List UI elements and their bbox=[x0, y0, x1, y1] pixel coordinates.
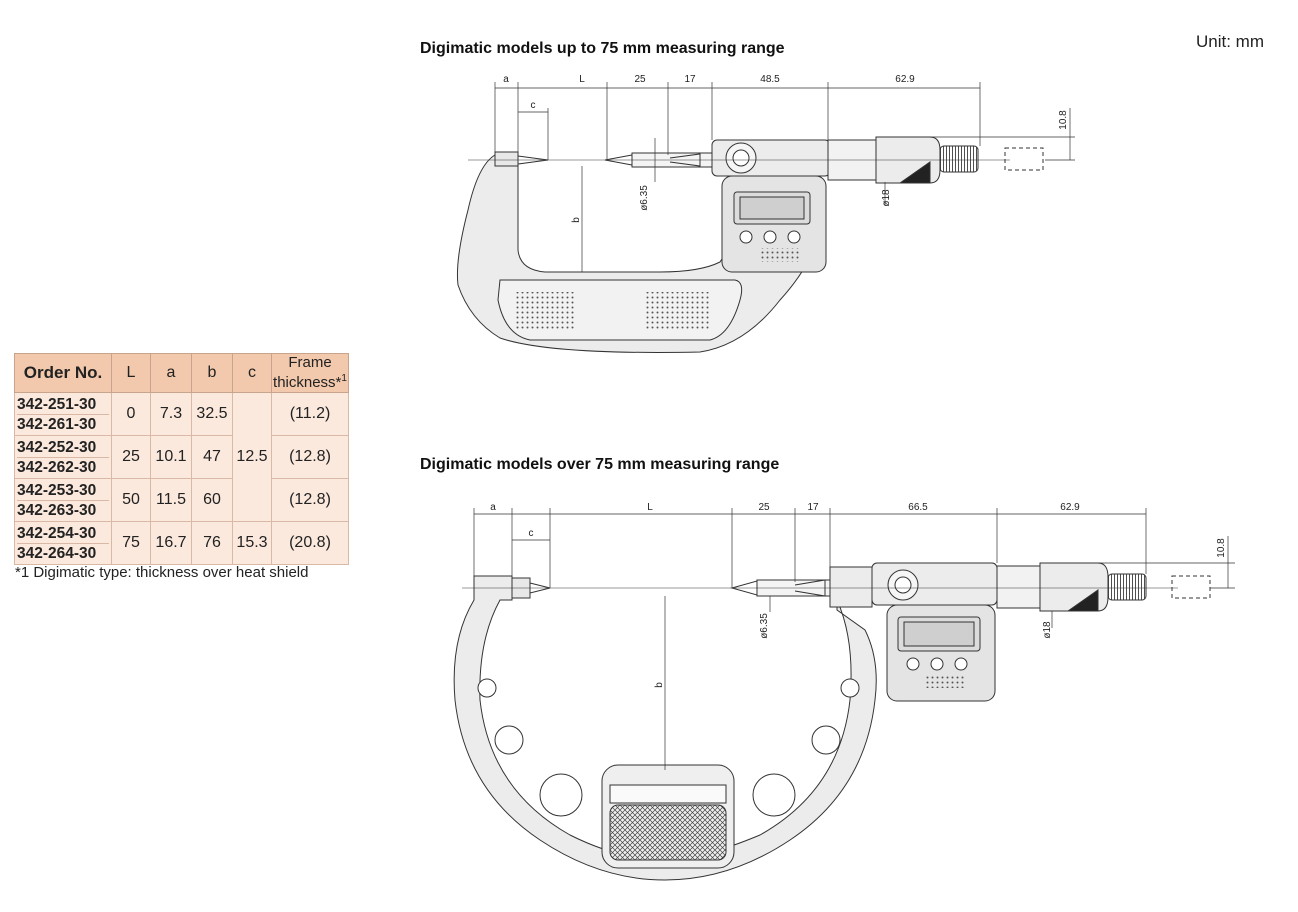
top-dim-25: 25 bbox=[634, 74, 646, 85]
top-grip-dots-right bbox=[645, 292, 710, 330]
bottom-hole bbox=[539, 773, 583, 817]
bottom-button-3 bbox=[954, 657, 968, 671]
top-micrometer-drawing bbox=[456, 136, 1044, 353]
bottom-button-1 bbox=[906, 657, 920, 671]
order-number: 342-261-30 bbox=[17, 415, 97, 433]
top-button-2 bbox=[763, 230, 777, 244]
order-cell: 342-251-30 342-261-30 bbox=[14, 392, 112, 436]
cell-L: 25 bbox=[111, 435, 151, 479]
top-dimension-labels: a c L 25 17 48.5 62.9 10.8 b ø6.35 ø18 bbox=[503, 74, 1069, 223]
bottom-ratchet bbox=[1107, 573, 1147, 601]
order-number: 342-264-30 bbox=[17, 544, 97, 562]
bottom-dim-L: L bbox=[647, 502, 653, 513]
cell-frame: (20.8) bbox=[271, 521, 349, 565]
cell-a: 16.7 bbox=[150, 521, 192, 565]
header-frame-line2: thickness* bbox=[273, 374, 342, 391]
order-number: 342-254-30 bbox=[17, 524, 109, 544]
header-frame-thickness: Frame thickness*1 bbox=[271, 353, 349, 393]
order-number: 342-262-30 bbox=[17, 458, 97, 476]
header-order-no: Order No. bbox=[14, 353, 112, 393]
bottom-dim-66-5: 66.5 bbox=[908, 502, 928, 513]
unit-label: Unit: mm bbox=[1196, 32, 1264, 51]
bottom-dim-c: c bbox=[529, 528, 534, 539]
top-dimension-lines bbox=[494, 82, 1075, 272]
bottom-hole bbox=[477, 678, 497, 698]
top-grip-dots-left bbox=[515, 292, 575, 330]
top-dim-L: L bbox=[579, 74, 585, 85]
header-a: a bbox=[150, 353, 192, 393]
bottom-dim-a: a bbox=[490, 502, 496, 513]
bottom-dimension-lines bbox=[473, 508, 1235, 770]
top-button-1 bbox=[739, 230, 753, 244]
cell-frame: (12.8) bbox=[271, 478, 349, 522]
order-cell: 342-254-30 342-264-30 bbox=[14, 521, 112, 565]
top-dim-spindle-dia: ø6.35 bbox=[639, 185, 650, 211]
table-row: 342-252-30 342-262-30 25 10.1 47 (12.8) bbox=[14, 435, 349, 479]
bottom-dim-b: b bbox=[654, 682, 665, 688]
bottom-ratchet-ghost bbox=[1171, 575, 1211, 599]
order-number: 342-263-30 bbox=[17, 501, 97, 519]
spec-table: Order No. L a b c Frame thickness*1 342-… bbox=[14, 353, 349, 565]
bottom-dim-10-8: 10.8 bbox=[1216, 538, 1227, 558]
bottom-dim-spindle-dia: ø6.35 bbox=[759, 613, 770, 639]
cell-frame: (12.8) bbox=[271, 435, 349, 479]
cell-a: 11.5 bbox=[150, 478, 192, 522]
order-number: 342-251-30 bbox=[17, 395, 109, 415]
top-dim-48-5: 48.5 bbox=[760, 74, 780, 85]
cell-L: 50 bbox=[111, 478, 151, 522]
footnote: *1 Digimatic type: thickness over heat s… bbox=[15, 564, 309, 581]
order-cell: 342-252-30 342-262-30 bbox=[14, 435, 112, 479]
table-row: 342-251-30 342-261-30 0 7.3 32.5 12.5 (1… bbox=[14, 392, 349, 522]
top-dim-17: 17 bbox=[684, 74, 696, 85]
cell-b: 60 bbox=[191, 478, 233, 522]
cell-b: 47 bbox=[191, 435, 233, 479]
top-dim-thimble-dia: ø18 bbox=[881, 189, 892, 207]
top-button-3 bbox=[787, 230, 801, 244]
header-b: b bbox=[191, 353, 233, 393]
cell-a: 7.3 bbox=[150, 392, 192, 436]
bottom-hole bbox=[840, 678, 860, 698]
top-anvil bbox=[494, 151, 519, 167]
bottom-hole bbox=[494, 725, 524, 755]
cell-b: 32.5 bbox=[191, 392, 233, 436]
bottom-button-2 bbox=[930, 657, 944, 671]
bottom-dim-25: 25 bbox=[758, 502, 770, 513]
table-row: 342-254-30 342-264-30 75 16.7 76 15.3 (2… bbox=[14, 521, 349, 565]
top-dim-c: c bbox=[531, 100, 536, 111]
cell-c-merged: 12.5 bbox=[232, 392, 272, 522]
cell-frame: (11.2) bbox=[271, 392, 349, 436]
cell-L: 75 bbox=[111, 521, 151, 565]
top-dim-10-8: 10.8 bbox=[1058, 110, 1069, 130]
table-row: 342-253-30 342-263-30 50 11.5 60 (12.8) bbox=[14, 478, 349, 522]
bottom-dim-thimble-dia: ø18 bbox=[1042, 621, 1053, 639]
top-dim-b: b bbox=[571, 217, 582, 223]
top-ratchet bbox=[939, 145, 979, 173]
header-frame-line1: Frame bbox=[288, 354, 332, 371]
bottom-dim-17: 17 bbox=[807, 502, 819, 513]
top-dim-a: a bbox=[503, 74, 509, 85]
order-number: 342-253-30 bbox=[17, 481, 109, 501]
bottom-hole bbox=[811, 725, 841, 755]
order-cell: 342-253-30 342-263-30 bbox=[14, 478, 112, 522]
bottom-diagram-title: Digimatic models over 75 mm measuring ra… bbox=[420, 456, 780, 473]
cell-b: 76 bbox=[191, 521, 233, 565]
bottom-spindle-boss bbox=[829, 566, 873, 608]
bottom-sleeve bbox=[996, 565, 1043, 609]
bottom-hole bbox=[752, 773, 796, 817]
order-number: 342-252-30 bbox=[17, 438, 109, 458]
table-header-row: Order No. L a b c Frame thickness*1 bbox=[14, 353, 349, 393]
header-frame-sup: 1 bbox=[341, 373, 347, 384]
bottom-dim-62-9: 62.9 bbox=[1060, 502, 1080, 513]
top-diagram-title: Digimatic models up to 75 mm measuring r… bbox=[420, 40, 785, 57]
bottom-dimension-labels: a c L 25 17 66.5 62.9 10.8 b ø6.35 ø18 bbox=[490, 502, 1227, 688]
top-dim-62-9: 62.9 bbox=[895, 74, 915, 85]
top-ratchet-ghost bbox=[1004, 147, 1044, 171]
bottom-micrometer-drawing bbox=[453, 562, 1211, 881]
